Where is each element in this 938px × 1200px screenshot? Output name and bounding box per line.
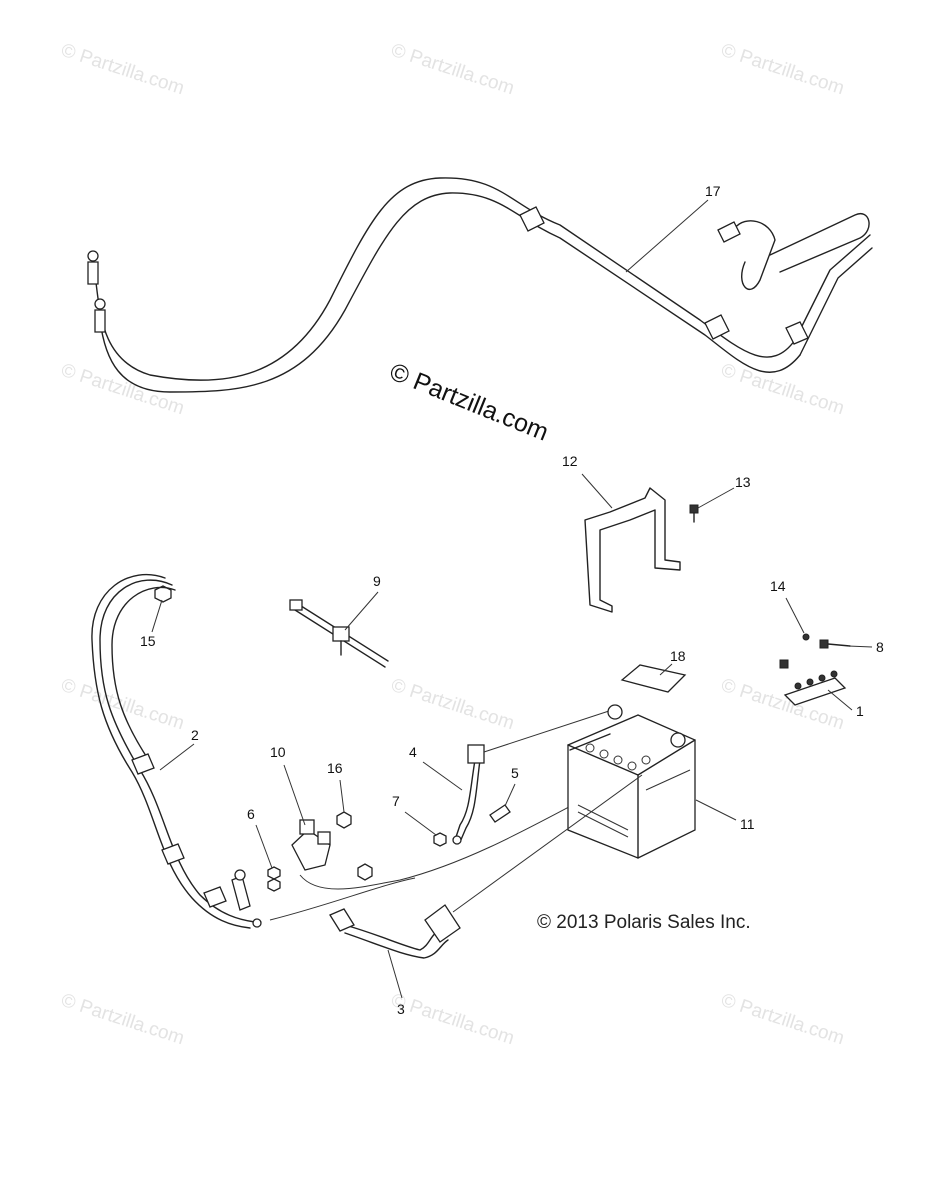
watermark: © Partzilla.com	[58, 675, 186, 735]
watermark: © Partzilla.com	[718, 990, 846, 1050]
watermark: © Partzilla.com	[58, 360, 186, 420]
part-13-screw	[689, 504, 699, 523]
watermark: © Partzilla.com	[58, 990, 186, 1050]
part-8-bolt	[819, 639, 851, 649]
part-3-ground-cable	[329, 774, 643, 959]
callout-1: 1	[856, 703, 864, 719]
callout-12: 12	[562, 453, 578, 469]
callout-18: 18	[670, 648, 686, 664]
part-17-main-cable	[87, 177, 873, 393]
callout-4: 4	[409, 744, 417, 760]
part-2-wiring-harness	[91, 573, 262, 929]
watermark: © Partzilla.com	[388, 990, 516, 1050]
part-16-nut	[336, 811, 373, 881]
callouts: 17 12 13 9 15 14 8 18 1 2 10 16 4 5 7 6	[140, 183, 884, 1017]
callout-7: 7	[392, 793, 400, 809]
part-15-nut	[154, 585, 172, 603]
watermark-layer: © Partzilla.com © Partzilla.com © Partzi…	[58, 40, 846, 1050]
callout-16: 16	[327, 760, 343, 776]
part-6-nut	[267, 866, 281, 892]
part-1-terminal-block	[779, 659, 847, 706]
part-14-washer	[802, 633, 810, 641]
center-watermark: © Partzilla.com	[386, 358, 553, 447]
callout-5: 5	[511, 765, 519, 781]
part-11-battery	[567, 704, 696, 859]
part-4-battery-cable	[452, 709, 613, 845]
callout-13: 13	[735, 474, 751, 490]
part-9-cable-tie	[289, 599, 389, 668]
watermark: © Partzilla.com	[718, 40, 846, 100]
callout-2: 2	[191, 727, 199, 743]
watermark: © Partzilla.com	[388, 675, 516, 735]
callout-3: 3	[397, 1001, 405, 1017]
callout-15: 15	[140, 633, 156, 649]
callout-8: 8	[876, 639, 884, 655]
watermark: © Partzilla.com	[58, 40, 186, 100]
part-12-battery-bracket	[584, 487, 681, 613]
part-5-bolt	[489, 804, 511, 823]
copyright-text: © 2013 Polaris Sales Inc.	[537, 912, 751, 933]
callout-14: 14	[770, 578, 786, 594]
callout-17: 17	[705, 183, 721, 199]
callout-10: 10	[270, 744, 286, 760]
callout-11: 11	[740, 816, 755, 832]
part-18-label	[620, 664, 687, 693]
watermark: © Partzilla.com	[388, 40, 516, 100]
callout-6: 6	[247, 806, 255, 822]
callout-9: 9	[373, 573, 381, 589]
part-7-nut	[433, 832, 447, 847]
